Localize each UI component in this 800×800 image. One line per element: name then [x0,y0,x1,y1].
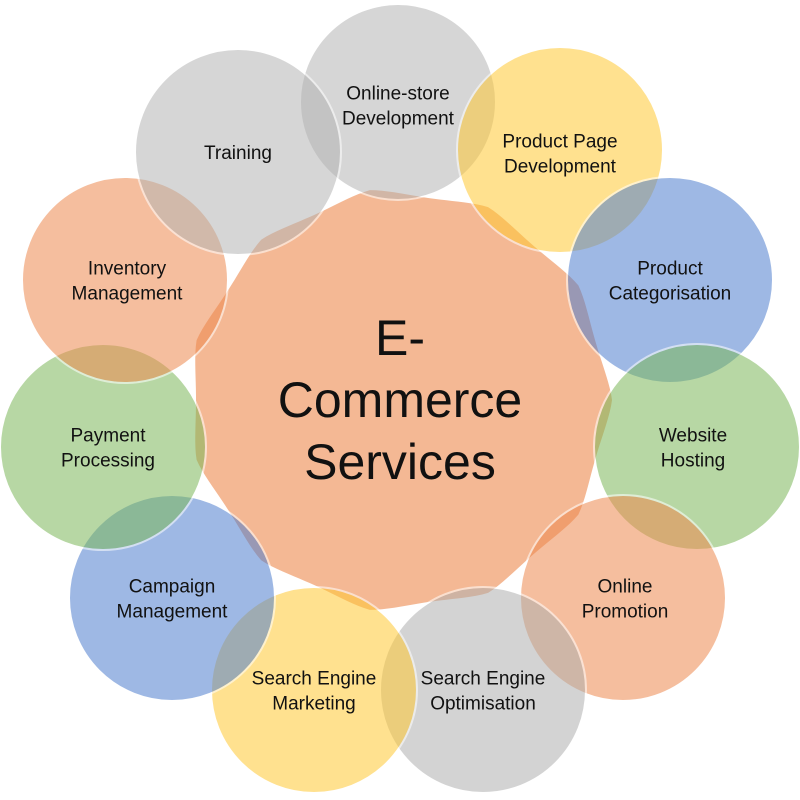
node-label: Optimisation [430,694,536,715]
node-label: Inventory [88,259,167,280]
node-label: Search Engine [421,669,546,690]
node-label: Management [117,602,229,623]
node-circle [134,48,342,256]
center-title-line: Services [304,434,496,490]
node-label: Development [504,157,617,178]
node-label: Campaign [129,577,216,598]
node-training: Training [134,48,342,256]
node-label: Development [342,109,455,130]
node-label: Search Engine [252,669,377,690]
node-label: Online-store [346,84,450,105]
node-label: Product [637,259,703,280]
node-label: Payment [71,426,147,447]
center-title-line: E- [375,310,425,366]
node-label: Management [72,284,184,305]
node-label: Training [204,143,272,164]
node-label: Online [598,577,653,598]
node-label: Hosting [661,451,725,472]
center-title-line: Commerce [278,372,522,428]
node-label: Marketing [272,694,355,715]
node-label: Categorisation [609,284,732,305]
node-label: Processing [61,451,155,472]
center-hub-shape [195,190,612,610]
node-label: Promotion [582,602,669,623]
node-label: Website [659,426,727,447]
node-label: Product Page [502,132,617,153]
